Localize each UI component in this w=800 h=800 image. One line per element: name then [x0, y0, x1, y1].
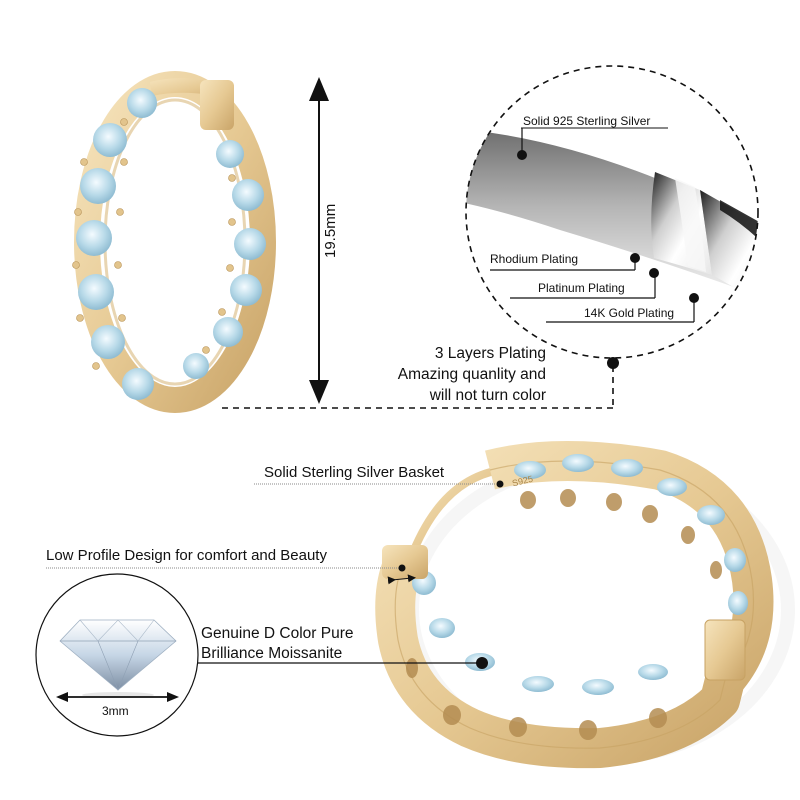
plating-detail-circle [465, 65, 759, 359]
hoop-earring-side-view [72, 71, 276, 413]
plating-summary-line-1: 3 Layers Plating [434, 345, 546, 362]
moissanite-line-1: Genuine D Color Pure [201, 625, 354, 642]
plating-summary-line-3: will not turn color [429, 387, 546, 404]
moissanite-description: Genuine D Color Pure Brilliance Moissani… [201, 624, 354, 664]
callout-basket-label: Solid Sterling Silver Basket [264, 464, 445, 481]
moissanite-line-2: Brilliance Moissanite [201, 645, 343, 662]
layer-label-platinum: Platinum Plating [538, 281, 625, 295]
basket-callout [254, 480, 504, 488]
hoop-earring-perspective-view [375, 441, 795, 769]
layer-label-14k-gold: 14K Gold Plating [584, 306, 675, 320]
layer-label-sterling-silver: Solid 925 Sterling Silver [523, 114, 651, 128]
plating-summary: 3 Layers Plating Amazing quanlity and wi… [360, 343, 546, 406]
stones-band [412, 454, 748, 695]
height-dimension-arrow [309, 77, 329, 404]
stones-right [183, 140, 266, 379]
stone-size-label: 3mm [102, 704, 129, 718]
stones-left [76, 88, 157, 400]
layer-label-rhodium: Rhodium Plating [490, 252, 579, 266]
height-dimension-label: 19.5mm [322, 203, 339, 258]
low-profile-callout [46, 564, 416, 585]
moissanite-circle [35, 573, 488, 737]
plating-connector [222, 357, 619, 409]
callout-low-profile-label: Low Profile Design for comfort and Beaut… [46, 547, 327, 564]
plating-summary-line-2: Amazing quanlity and [397, 366, 546, 383]
